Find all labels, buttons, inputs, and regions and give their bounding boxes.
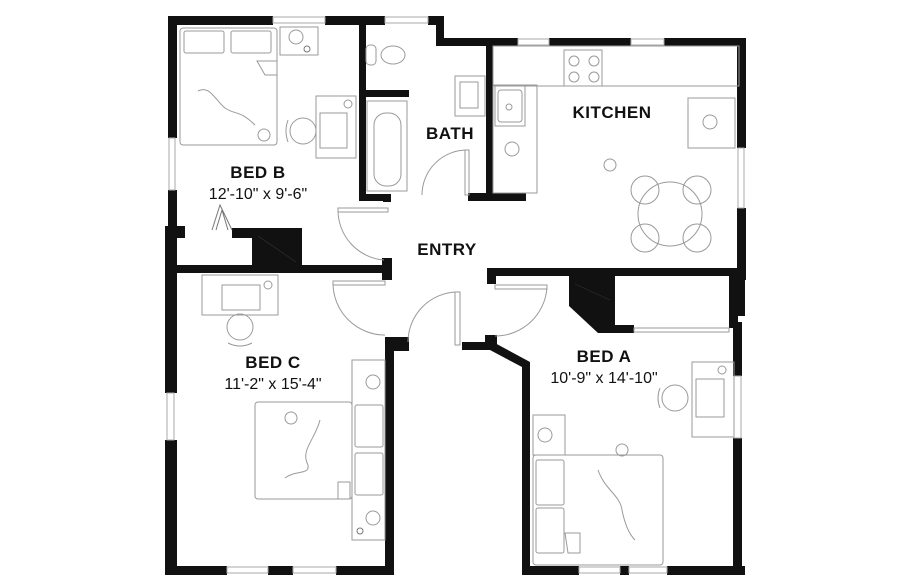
room-name: BED B (230, 163, 286, 182)
room-label-kitchen: KITCHEN (572, 103, 651, 123)
room-name: BATH (426, 124, 474, 143)
room-label-bed-a: BED A 10'-9" x 14'-10" (550, 347, 657, 388)
closet-hatching (257, 235, 611, 301)
room-label-bed-c: BED C 11'-2" x 15'-4" (224, 353, 321, 394)
bed-a-furniture (532, 361, 735, 566)
walls (165, 16, 746, 575)
room-dimensions: 11'-2" x 15'-4" (224, 376, 322, 393)
room-label-bed-b: BED B 12'-10" x 9'-6" (209, 163, 307, 204)
room-name: BED A (576, 347, 632, 366)
bed-c-furniture (201, 274, 386, 541)
room-name: BED C (245, 353, 301, 372)
bath-fixtures (365, 44, 486, 192)
room-label-bath: BATH (426, 124, 474, 144)
kitchen-fixtures (492, 45, 740, 253)
room-dimensions: 12'-10" x 9'-6" (208, 186, 308, 203)
room-name: KITCHEN (572, 103, 652, 122)
room-name: ENTRY (417, 240, 477, 259)
room-dimensions: 10'-9" x 14'-10" (550, 370, 658, 387)
bed-b-furniture (179, 26, 357, 159)
doors (211, 149, 548, 346)
room-label-entry: ENTRY (417, 240, 477, 260)
windows (166, 16, 745, 574)
